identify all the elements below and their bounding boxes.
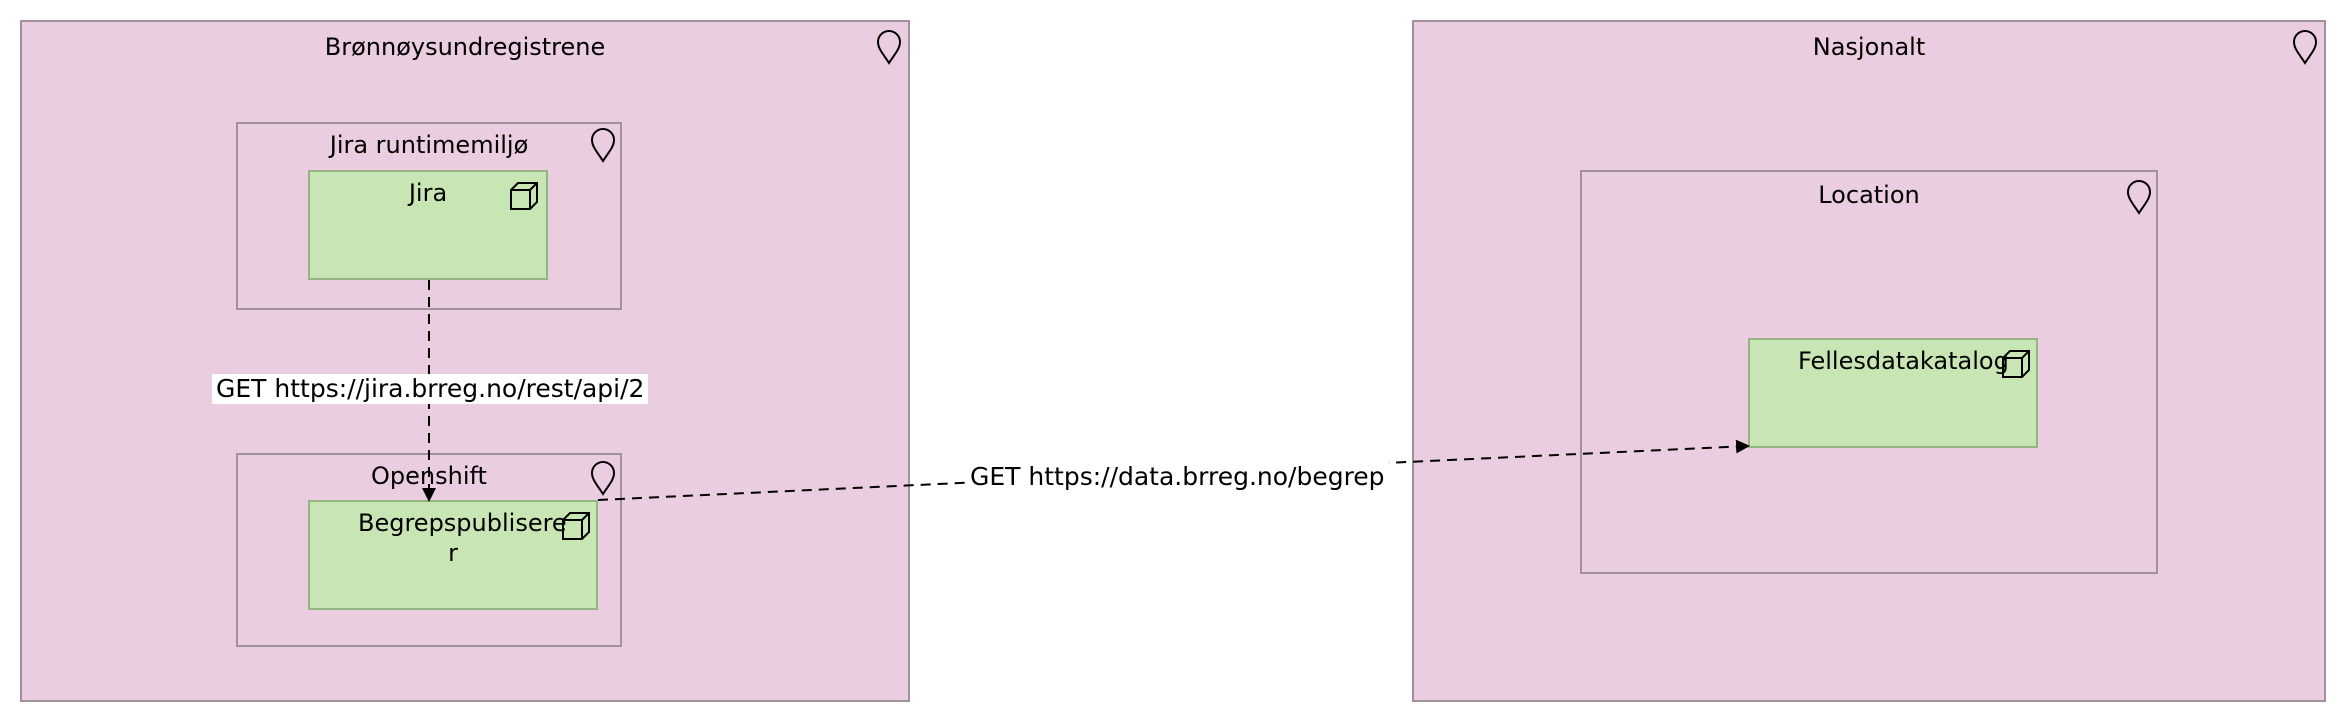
edge-label-jira-api: GET https://jira.brreg.no/rest/api/2: [212, 374, 649, 404]
location-pin-icon: [590, 461, 616, 496]
location-title: Brønnøysundregistrene: [324, 33, 606, 61]
node-begrepspubliserer[interactable]: Begrepspublisere r: [308, 500, 598, 610]
node-title: Fellesdatakatalog: [1798, 347, 2009, 375]
node-cube-icon: [562, 512, 590, 540]
location-title: Location: [1818, 181, 1920, 209]
node-cube-icon: [510, 182, 538, 210]
location-pin-icon: [2292, 30, 2318, 65]
location-pin-icon: [876, 30, 902, 65]
node-cube-icon: [2002, 350, 2030, 378]
location-pin-icon: [2126, 180, 2152, 215]
node-title: Jira: [408, 179, 448, 207]
location-title: Openshift: [371, 462, 487, 490]
location-pin-icon: [590, 128, 616, 163]
node-jira[interactable]: Jira: [308, 170, 548, 280]
location-title: Jira runtimemiljø: [329, 131, 529, 159]
edge-label-begrep-api: GET https://data.brreg.no/begrep: [966, 462, 1389, 492]
node-fellesdatakatalog[interactable]: Fellesdatakatalog: [1748, 338, 2038, 448]
location-title: Nasjonalt: [1812, 33, 1926, 61]
node-title: Begrepspublisere r: [358, 509, 567, 567]
